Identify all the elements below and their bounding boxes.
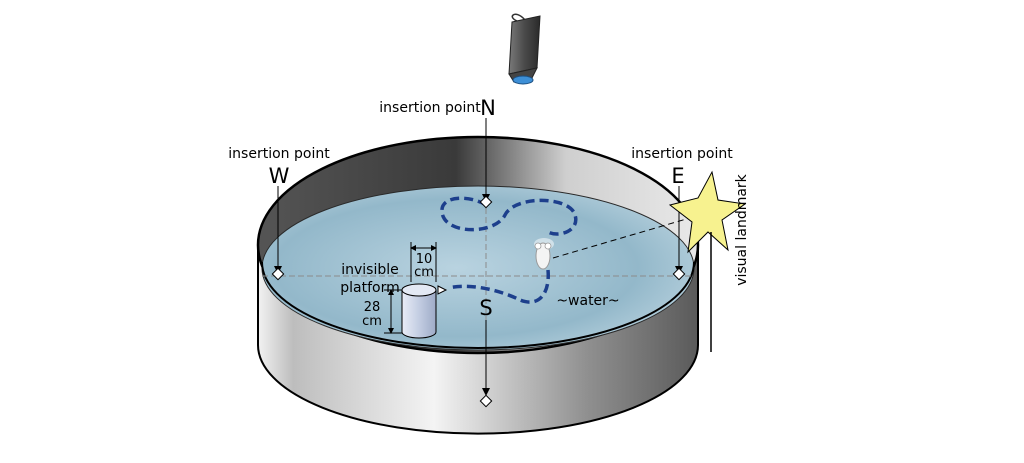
platform-width-dimension xyxy=(410,242,437,282)
insertion-arrow-south xyxy=(479,320,493,408)
mouse-icon xyxy=(534,238,554,270)
water-label: ~water~ xyxy=(556,293,619,309)
platform-height-dimension xyxy=(384,289,402,334)
swim-path xyxy=(440,196,578,304)
direction-north: N xyxy=(480,96,496,120)
sight-line xyxy=(552,212,704,259)
camera-icon xyxy=(508,13,541,85)
star-icon xyxy=(668,170,747,254)
visual-landmark-label: visual landmark xyxy=(734,173,750,285)
insertion-arrow-east xyxy=(672,186,686,281)
width-unit: cm xyxy=(414,265,434,280)
insertion-arrow-west xyxy=(271,186,285,281)
invisible-platform xyxy=(401,283,448,339)
insertion-label-west: insertion point xyxy=(228,146,330,162)
pool-tank xyxy=(256,135,700,435)
height-value: 28 xyxy=(364,300,381,315)
direction-east: E xyxy=(671,164,684,188)
platform-label-line1: invisible xyxy=(341,262,399,278)
insertion-label-north: insertion point xyxy=(379,100,481,116)
insertion-label-east: insertion point xyxy=(631,146,733,162)
platform-label-line2: platform xyxy=(340,280,400,296)
quadrant-lines xyxy=(262,190,694,350)
direction-south: S xyxy=(479,296,492,320)
direction-west: W xyxy=(269,164,290,188)
width-value: 10 xyxy=(416,252,433,267)
height-unit: cm xyxy=(362,314,382,329)
insertion-arrow-north xyxy=(479,118,493,209)
